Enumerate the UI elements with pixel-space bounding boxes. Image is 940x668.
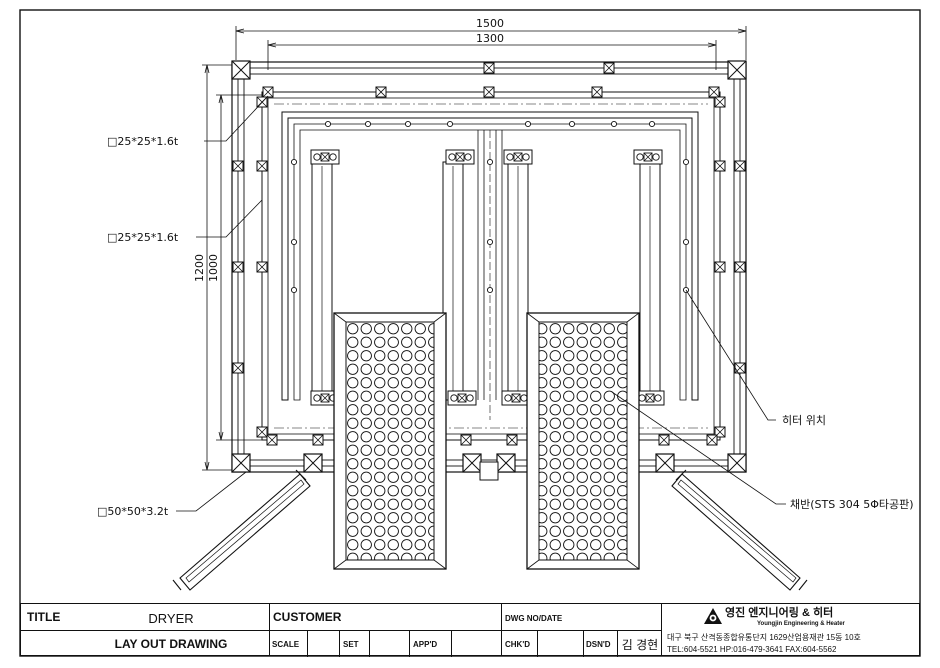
scale-label: SCALE xyxy=(272,639,300,649)
company-address: 대구 북구 산격동종합유통단지 1629산업용재관 15동 10호 xyxy=(667,633,861,642)
company-logo xyxy=(703,606,723,626)
dim-outer-height: 1200 xyxy=(193,254,206,282)
corner-posts xyxy=(231,60,747,473)
company-logo-icon xyxy=(704,608,722,624)
company-name-en: Youngjin Engineering & Heater xyxy=(757,621,845,627)
company-name: 영진 엔지니어링 & 히터 xyxy=(725,607,834,619)
dimension-lines xyxy=(202,26,747,471)
shelf-rails xyxy=(311,161,661,401)
appd-label: APP'D xyxy=(413,639,438,649)
sieve-tray-right xyxy=(526,312,640,570)
callout-frame-tube-2: □25*25*1.6t xyxy=(107,231,179,244)
callout-heater-position: 히터 위치 xyxy=(782,413,826,427)
company-contact: TEL:604-5521 HP:016-479-3641 FAX:604-556… xyxy=(667,645,837,654)
title-block: TITLE DRYER LAY OUT DRAWING CUSTOMER DWG… xyxy=(20,603,920,657)
subtitle-value: LAY OUT DRAWING xyxy=(114,637,228,651)
right-door xyxy=(671,469,808,591)
callout-base-tube: □50*50*3.2t xyxy=(97,505,169,518)
chkd-label: CHK'D xyxy=(505,639,531,649)
callout-sieve-tray: 채반(STS 304 5Φ타공판) xyxy=(790,498,914,511)
heater-holes xyxy=(290,120,690,294)
dwg-label: DWG NO/DATE xyxy=(505,613,563,623)
title-value: DRYER xyxy=(148,610,194,626)
outer-frame xyxy=(231,61,747,473)
callout-frame-tube-1: □25*25*1.6t xyxy=(107,135,179,148)
sieve-tray-left xyxy=(333,312,447,570)
dim-outer-width: 1500 xyxy=(476,17,504,30)
designer-name: 김 경현 xyxy=(621,637,659,652)
set-label: SET xyxy=(343,639,359,649)
customer-label: CUSTOMER xyxy=(273,610,342,624)
frame-markers xyxy=(232,62,746,446)
center-base xyxy=(472,461,506,481)
sheet-border xyxy=(19,9,921,657)
dim-inner-width: 1300 xyxy=(476,32,504,45)
left-door xyxy=(172,469,311,591)
dim-inner-height: 1000 xyxy=(207,254,220,282)
heater-tube xyxy=(281,111,699,420)
title-label: TITLE xyxy=(27,610,61,624)
leader-lines xyxy=(176,95,786,512)
dsnd-label: DSN'D xyxy=(586,639,611,649)
